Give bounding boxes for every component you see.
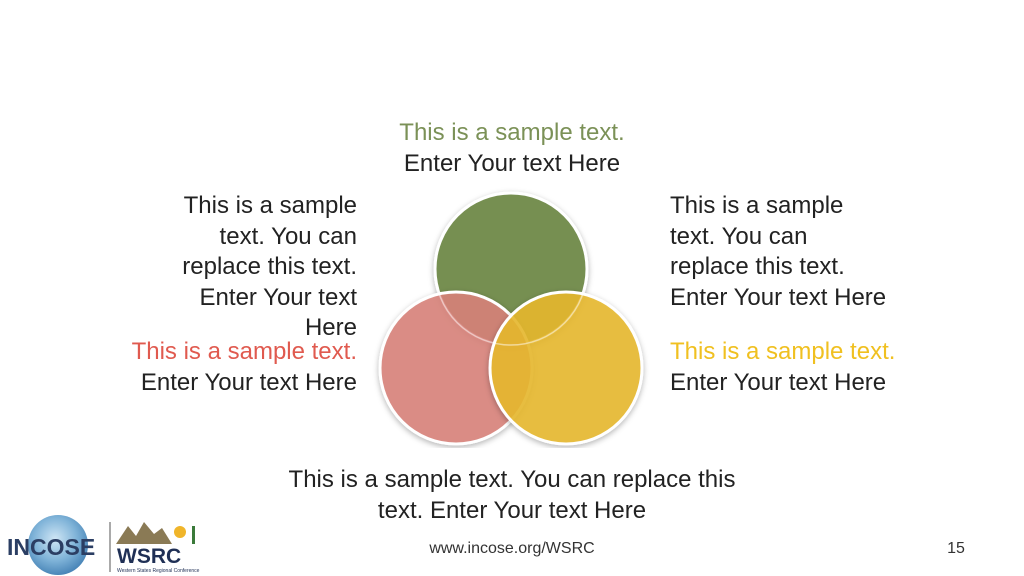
incose-logo-text: INCOSE — [7, 534, 95, 560]
wsrc-logo-text: WSRC — [117, 545, 181, 568]
footer-url[interactable]: www.incose.org/WSRC — [429, 540, 595, 557]
globe-icon — [28, 515, 88, 575]
venn-diagram — [378, 191, 644, 446]
right-caption-line1: This is a sample text. — [670, 338, 896, 365]
bottom-text-block: This is a sample text. You can replace t… — [262, 465, 762, 526]
venn-circle-yellow — [488, 290, 644, 446]
left-text-line2: text. You can — [219, 222, 357, 250]
left-caption-line1: This is a sample text. — [131, 338, 357, 365]
right-caption: This is a sample text. Enter Your text H… — [670, 337, 950, 398]
left-caption-line2: Enter Your text Here — [140, 368, 357, 396]
right-text-block: This is a sample text. You can replace t… — [670, 191, 930, 313]
left-text-block: This is a sample text. You can replace t… — [100, 191, 357, 344]
top-caption-line2: Enter Your text Here — [403, 149, 621, 177]
left-text-line1: This is a sample — [183, 192, 357, 219]
incose-logo: INCOSE — [7, 515, 111, 575]
top-caption-line1: This is a sample text. — [399, 119, 625, 146]
bottom-text-line1: This is a sample text. You can replace t… — [288, 466, 736, 493]
right-text-line1: This is a sample — [670, 192, 844, 219]
mountain-icon — [116, 522, 172, 544]
wsrc-logo: WSRC Western States Regional Conference — [116, 522, 200, 574]
top-caption: This is a sample text. Enter Your text H… — [362, 118, 662, 179]
left-text-line4: Enter Your text — [199, 283, 357, 311]
left-text-line3: replace this text. — [182, 253, 357, 280]
page-number: 15 — [947, 540, 965, 557]
sun-icon — [174, 526, 186, 538]
right-text-line4: Enter Your text Here — [670, 283, 887, 311]
right-caption-line2: Enter Your text Here — [670, 368, 887, 396]
right-text-line2: text. You can — [670, 222, 808, 250]
bottom-text-line2: text. Enter Your text Here — [377, 496, 647, 524]
right-text-line3: replace this text. — [670, 253, 845, 280]
footer-logos: INCOSE WSRC Western States Regional Conf… — [7, 515, 200, 575]
left-caption: This is a sample text. Enter Your text H… — [90, 337, 357, 398]
left-text-line5: Here — [304, 314, 357, 341]
venn-highlight — [434, 192, 588, 346]
wsrc-logo-subtitle: Western States Regional Conference — [117, 568, 200, 574]
